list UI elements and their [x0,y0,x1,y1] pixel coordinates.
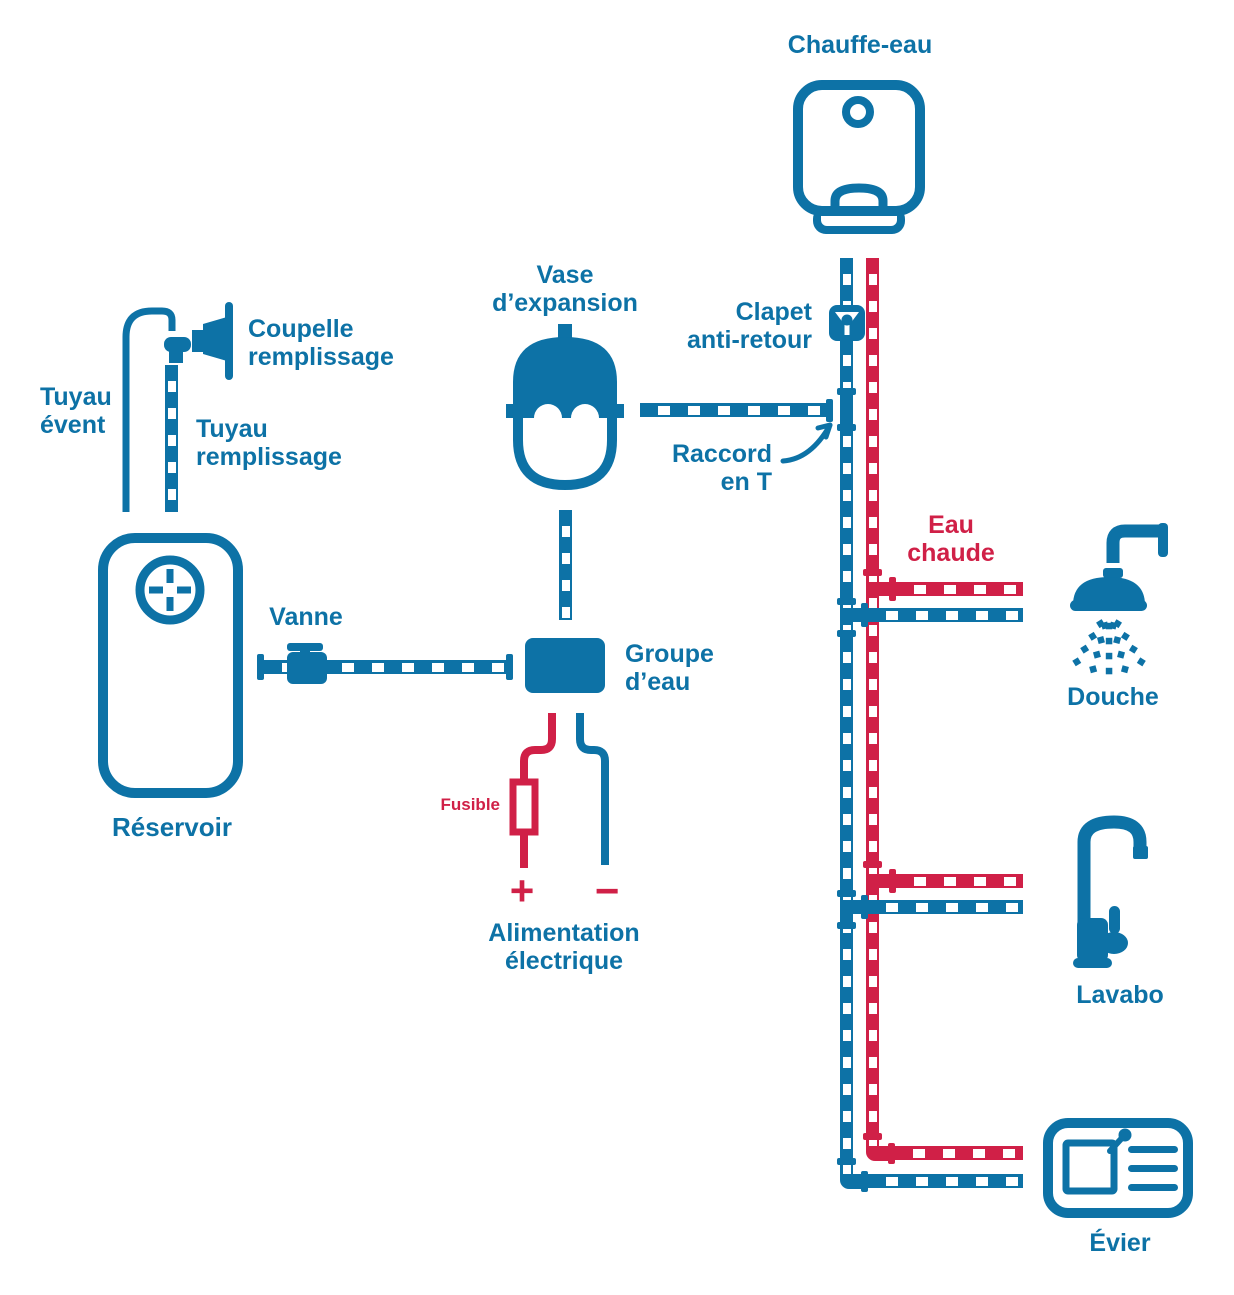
hot-joint-douche [866,582,892,596]
cold-elbow-evier [840,1174,864,1189]
raccord-arrow-icon [780,422,833,464]
pipe-cap-right [506,654,513,680]
label-coupelle-remplissage: Coupelle remplissage [248,315,394,371]
hot-pipe-evier [895,1146,1023,1160]
hot-water-main-pipe [866,258,879,1146]
label-tuyau-event-line1: Tuyau [40,383,112,411]
tee-joint [840,395,853,423]
cold-elbow-collar-evier [861,1171,868,1192]
fuse-icon [509,778,539,836]
label-fusible: Fusible [440,795,500,814]
minus-symbol: − [594,867,620,914]
cold-collar-douche-top [837,598,856,605]
label-raccord-line2: en T [720,467,772,496]
cold-collar-evier [837,1158,856,1165]
cold-cap-lavabo [861,895,868,919]
label-alimentation: Alimentation électrique [444,919,684,975]
label-eau-chaude-line1: Eau [928,511,974,539]
cold-collar-douche-bottom [837,630,856,637]
vanne-valve-handle [287,643,323,651]
label-tuyau-event: Tuyau évent [40,383,112,439]
label-raccord-en-t: Raccord en T [632,440,772,496]
cold-joint-lavabo [840,900,864,914]
label-eau-chaude-line2: chaude [907,538,995,567]
label-lavabo: Lavabo [1076,981,1164,1009]
tee-collar-top [837,388,856,395]
cold-pipe-douche [868,608,1023,622]
kitchen-sink-icon [1043,1118,1193,1218]
hot-collar-lavabo [863,861,882,868]
label-clapet-line2: anti-retour [687,325,812,354]
hot-cap-lavabo [889,869,896,893]
hot-pipe-lavabo [896,874,1023,888]
plus-symbol: + [509,867,535,914]
label-douche: Douche [1067,683,1159,711]
cold-collar-lavabo-top [837,890,856,897]
label-reservoir: Réservoir [112,812,232,842]
hot-joint-lavabo [866,874,892,888]
vase-to-tee-pipe [640,403,833,417]
hot-cap-douche [889,577,896,601]
vase-to-groupe-pipe [559,510,572,620]
shower-icon [1070,523,1168,675]
cold-joint-douche [840,608,864,622]
filling-cup-icon [122,302,233,512]
label-raccord-line1: Raccord [671,440,772,468]
pipe-cap-left [257,654,264,680]
shower-spray-dots [1072,619,1146,675]
hot-pipe-douche [896,582,1023,596]
expansion-vessel-icon [506,324,624,491]
label-coupelle-line1: Coupelle [248,315,354,343]
hot-elbow-collar-evier [888,1143,895,1164]
label-tuyau-remplissage: Tuyau remplissage [196,415,342,471]
label-tuyau-remplissage-line1: Tuyau [196,415,268,443]
power-supply-wires-icon [509,713,609,868]
cold-collar-lavabo-bottom [837,922,856,929]
hot-collar-evier [863,1133,882,1140]
check-valve-icon [829,305,865,341]
label-vase-line1: Vase [536,261,594,289]
tuyau-remplissage-pipe [165,365,178,512]
groupe-eau-icon [525,638,605,693]
tee-collar-bottom [837,424,856,431]
label-vase-expansion: Vase d’expansion [465,261,665,317]
faucet-icon [1073,815,1148,968]
label-chauffe-eau: Chauffe-eau [787,31,933,59]
cold-water-main-pipe [840,258,853,1174]
hot-elbow-evier [866,1146,890,1161]
label-groupe-line1: Groupe [625,640,714,668]
vanne-valve-icon [287,652,327,684]
label-clapet-line1: Clapet [735,298,812,326]
label-tuyau-remplissage-line2: remplissage [196,442,342,471]
label-evier: Évier [1089,1229,1151,1257]
reservoir-tank-icon [98,533,243,798]
cold-cap-douche [861,603,868,627]
label-clapet-anti-retour: Clapet anti-retour [612,298,812,354]
label-coupelle-line2: remplissage [248,342,394,371]
label-alimentation-line1: Alimentation [488,919,640,947]
cold-pipe-evier [868,1174,1023,1188]
label-tuyau-event-line2: évent [40,410,106,439]
label-vanne: Vanne [269,603,343,631]
water-heater-icon [793,80,925,234]
cold-pipe-lavabo [868,900,1023,914]
tee-pipe-cap [826,399,833,422]
label-vase-line2: d’expansion [492,288,638,317]
label-groupe-eau: Groupe d’eau [625,640,714,696]
hot-collar-douche [863,569,882,576]
label-groupe-line2: d’eau [625,667,691,696]
label-alimentation-line2: électrique [504,946,624,975]
label-eau-chaude: Eau chaude [871,511,1031,567]
